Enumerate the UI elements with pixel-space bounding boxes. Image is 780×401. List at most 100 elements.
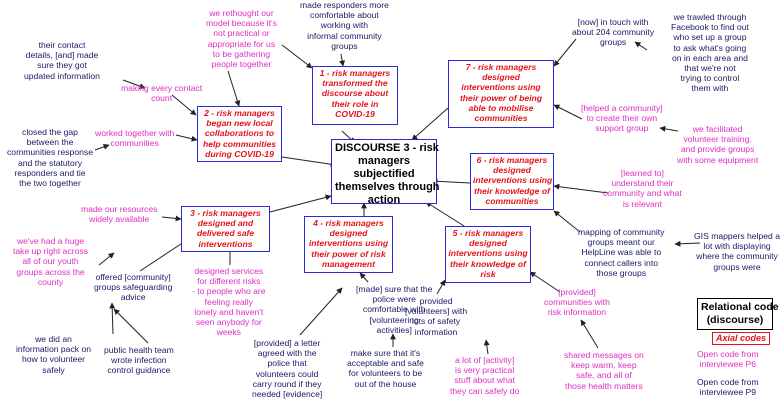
open-code-line: details, [and] made xyxy=(25,50,99,61)
open-code-line: comfortable about xyxy=(310,10,379,21)
axial-line: delivered safe xyxy=(196,228,255,239)
arrow xyxy=(94,143,110,151)
arrow xyxy=(659,125,679,132)
arrow xyxy=(339,53,346,67)
arrow xyxy=(359,272,369,283)
arrow xyxy=(281,44,313,69)
open-code-line: is very practical xyxy=(455,365,515,376)
axial-line: 1 - risk managers xyxy=(319,68,391,78)
axial-code-4: 4 - risk managers designed interventions… xyxy=(304,216,393,273)
open-code-line: community and what xyxy=(603,188,682,199)
open-code-line: lots of safety xyxy=(411,316,461,327)
axial-line: 7 - risk managers xyxy=(465,62,537,72)
legend-title-line: (discourse) xyxy=(706,314,764,326)
legend-line: interviewee P6 xyxy=(699,359,756,370)
open-code-line: offered [community] xyxy=(95,272,171,282)
open-code-line: is relevant xyxy=(622,198,662,209)
open-code-line: [volunteering xyxy=(369,314,419,325)
axial-line: communities xyxy=(474,113,528,124)
axial-line: began new local xyxy=(206,118,273,129)
arrow xyxy=(553,38,577,67)
open-code-line: where the community xyxy=(696,251,778,262)
open-code-line: and provide groups xyxy=(680,144,755,155)
open-code-line: how to volunteer xyxy=(21,354,86,365)
open-code-line: support group xyxy=(595,123,649,134)
open-code-line: they can safely do xyxy=(450,385,520,396)
axial-line: 2 - risk managers xyxy=(204,108,275,118)
arrow xyxy=(553,183,609,194)
open-code-line: their contact xyxy=(38,40,86,50)
open-code-line: those health matters xyxy=(564,380,643,391)
axial-line: interventions using xyxy=(308,238,389,249)
open-code-line: widely available xyxy=(89,214,150,225)
open-code-line: risk information xyxy=(547,307,607,318)
open-code-line: [learned to] xyxy=(620,168,664,178)
arrow xyxy=(161,215,182,222)
open-code-line: we did an xyxy=(35,334,72,344)
arrow xyxy=(281,156,337,168)
open-code-line: [provided] xyxy=(558,287,596,297)
open-code-line: take up right across xyxy=(13,246,88,257)
axial-code-6: 6 - risk managers designed interventions… xyxy=(470,153,554,210)
arrow xyxy=(98,252,115,266)
open-code-line: safe, and all of xyxy=(575,370,632,381)
open-code-line: out of the house xyxy=(354,378,417,389)
axial-line: COVID-19 xyxy=(335,108,375,119)
axial-line: designed and xyxy=(197,218,254,229)
legend-line: Open code from xyxy=(697,349,759,359)
axial-line: interventions using xyxy=(461,82,541,93)
open-code-line: [helped a community] xyxy=(581,103,663,113)
arrow xyxy=(109,302,116,335)
axial-line: management xyxy=(321,258,375,269)
open-code-line: we've had a huge xyxy=(16,236,85,246)
open-code-line: communities with xyxy=(544,297,610,308)
open-code-line: a lot of [activity] xyxy=(455,355,515,365)
axial-line: designed xyxy=(469,238,507,249)
arrow xyxy=(227,70,241,107)
axial-line: communities xyxy=(485,195,539,206)
open-code-line: carry round if they xyxy=(252,378,322,389)
open-code-line: those groups xyxy=(596,267,647,278)
arrow xyxy=(580,319,599,349)
open-code-line: the two together xyxy=(19,178,81,189)
axial-line: 3 - risk managers xyxy=(190,208,261,218)
core-line: DISCOURSE 3 - risk xyxy=(335,142,439,154)
axial-line: 6 - risk managers xyxy=(476,155,548,165)
open-code-line: model because it's xyxy=(206,18,277,29)
legend-relational-code: Relational code (discourse) xyxy=(697,298,779,330)
arrow xyxy=(122,79,146,89)
open-code-line: county xyxy=(37,276,64,287)
axial-code-2: 2 - risk managers began new local collab… xyxy=(197,106,282,162)
axial-line: interventions xyxy=(198,238,253,249)
axial-line: discourse about xyxy=(321,88,389,99)
open-code-line: comfortable with xyxy=(362,304,426,315)
open-code-line: [volunteers] with xyxy=(405,306,468,317)
core-line: themselves through xyxy=(335,181,440,193)
open-code-line: [provided] a letter xyxy=(253,338,321,348)
open-code-line: we rethought our xyxy=(209,8,274,18)
open-code-line: activities] xyxy=(376,324,412,335)
open-code-line: on in each area and xyxy=(671,52,748,63)
arrow xyxy=(431,178,471,185)
open-code-line: made responders more xyxy=(300,0,389,10)
open-code-line: connect callers into xyxy=(584,257,659,268)
open-code-line: - to people who are xyxy=(192,286,266,297)
open-code-line: designed services xyxy=(194,266,264,276)
axial-line: 5 - risk managers xyxy=(452,228,524,238)
open-code-line: sure they got xyxy=(37,60,87,71)
open-code-line: count xyxy=(151,93,173,104)
